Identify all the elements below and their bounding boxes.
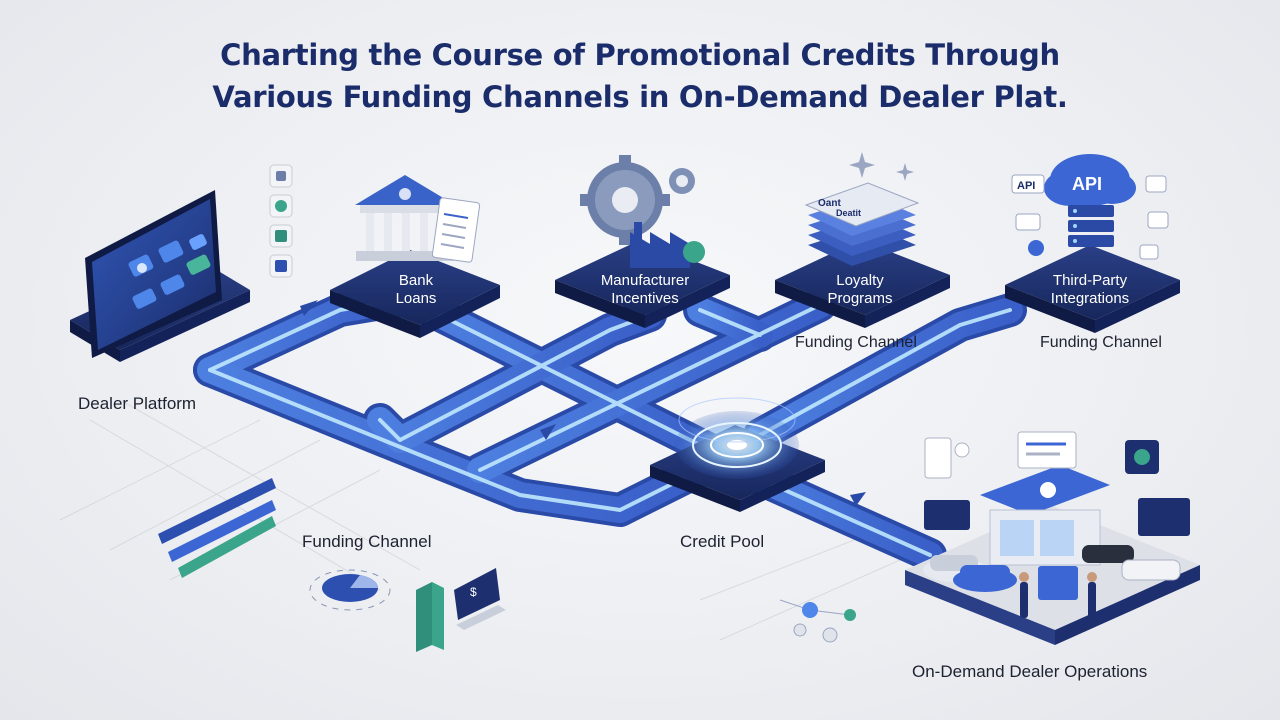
growth-column-icon: $ xyxy=(416,568,506,652)
integration-badges xyxy=(1015,175,1169,260)
node-label-third-party: Third-Party Integrations xyxy=(1050,272,1130,307)
sparkle-icon xyxy=(849,152,914,181)
svg-text:API: API xyxy=(1017,180,1035,192)
operations-platform xyxy=(905,431,1200,645)
label-credit-pool: Credit Pool xyxy=(680,532,765,551)
bank-building-icon xyxy=(355,175,455,261)
title-line-1: Charting the Course of Promotional Credi… xyxy=(220,38,1060,72)
label-funding-channel-loyalty: Funding Channel xyxy=(795,334,917,351)
bar-chart-decoration xyxy=(158,478,276,578)
network-decoration xyxy=(779,599,856,643)
dealership-building-icon xyxy=(980,465,1110,566)
car-icons xyxy=(923,545,1181,592)
node-manufacturer xyxy=(555,155,730,328)
card-text-1: Oant xyxy=(818,198,841,209)
gear-icon xyxy=(580,155,695,245)
node-label-loyalty: Loyalty Programs xyxy=(827,272,893,307)
node-label-manufacturer: Manufacturer Incentives xyxy=(600,272,690,307)
pie-chart-icon xyxy=(309,569,391,611)
floating-panels xyxy=(924,431,1190,536)
node-label-bank: Bank Loans xyxy=(395,272,437,307)
svg-text:$: $ xyxy=(470,585,477,599)
page-title: Charting the Course of Promotional Credi… xyxy=(0,34,1280,118)
card-stack-icon: Oant Deatit xyxy=(804,182,920,266)
factory-icon xyxy=(630,222,705,268)
dealer-platform-monitor xyxy=(70,190,250,362)
node-third-party: API API xyxy=(1005,154,1180,333)
label-dealer-platform: Dealer Platform xyxy=(78,394,197,413)
status-cubes xyxy=(269,164,293,278)
label-funding-channel-third-party: Funding Channel xyxy=(1040,334,1162,351)
credit-pool-vortex xyxy=(650,397,825,512)
node-bank xyxy=(330,175,500,338)
api-cloud-label: API xyxy=(1072,174,1102,194)
card-text-2: Deatit xyxy=(836,208,861,218)
api-badge-icon: API xyxy=(1011,174,1045,194)
loan-document-icon xyxy=(431,197,481,263)
people-icons xyxy=(1019,566,1097,618)
monitor-screen-tiles xyxy=(128,234,211,309)
server-stack-icon xyxy=(1068,205,1114,247)
node-loyalty: Oant Deatit xyxy=(775,152,950,328)
label-operations: On-Demand Dealer Operations xyxy=(912,662,1148,681)
title-line-2: Various Funding Channels in On-Demand De… xyxy=(212,80,1068,114)
api-cloud-icon: API xyxy=(1044,154,1136,206)
label-funding-channel-left: Funding Channel xyxy=(302,532,432,551)
